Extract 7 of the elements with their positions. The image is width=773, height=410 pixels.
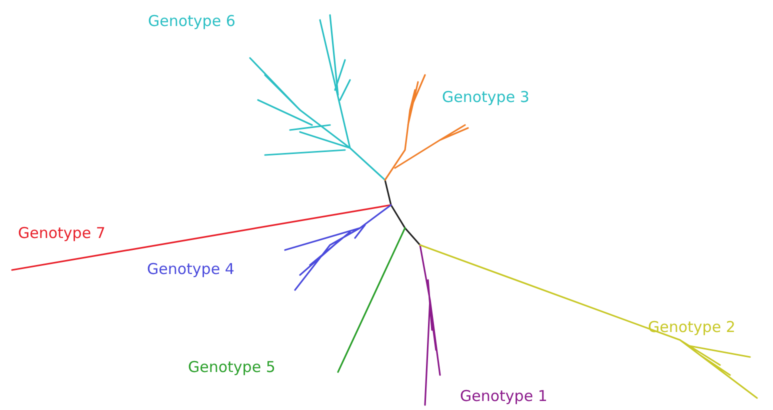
genotype-label: Genotype 4	[147, 260, 234, 278]
genotype-label: Genotype 2	[648, 318, 736, 336]
genotype-label: Genotype 7	[18, 224, 106, 242]
genotype-label: Genotype 5	[188, 358, 276, 376]
genotype-label: Genotype 1	[460, 387, 548, 405]
genotype-label: Genotype 3	[442, 88, 530, 106]
genotype-label: Genotype 6	[148, 12, 236, 30]
